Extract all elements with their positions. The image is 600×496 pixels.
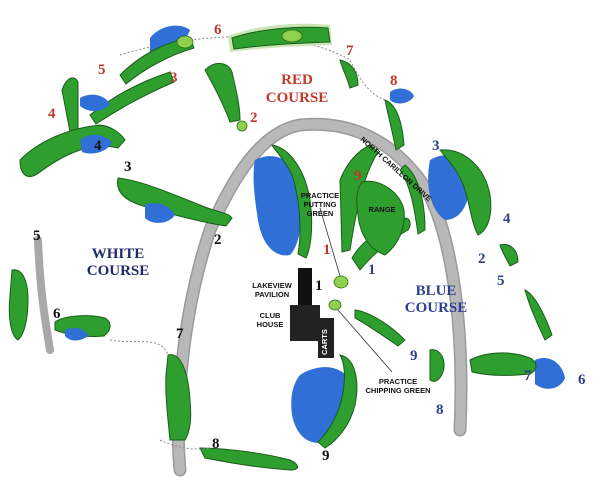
white-course-subtitle: COURSE [87,263,150,279]
white-hole-2: 2 [214,232,222,248]
lakeview-pavilion-building [298,268,312,310]
red-hole-numbers: 1 2 3 4 5 6 7 8 9 [48,22,398,258]
range-label: RANGE [368,205,395,214]
red-hole-5: 5 [98,62,106,78]
white-hole-9: 9 [322,448,330,464]
blue-hole-7: 7 [524,368,532,384]
blue-course-subtitle: COURSE [405,300,468,316]
white-course-holes [8,124,298,471]
white-hole-3: 3 [124,159,132,175]
practice-putting-green-shape [333,275,349,289]
club-house-building [290,305,320,341]
blue-hole-4: 4 [503,211,511,227]
putting-green-label-3: GREEN [307,209,334,218]
white-course-title: WHITE [92,246,145,262]
putting-green-label-1: PRACTICE [301,191,339,200]
chipping-green-label-2: CHIPPING GREEN [365,386,430,395]
blue-hole-8: 8 [436,402,444,418]
road-north-carillon [171,117,468,477]
putting-green-label-2: PUTTING [304,200,337,209]
blue-hole-3: 3 [432,138,440,154]
clubhouse-label-2: HOUSE [257,320,284,329]
red-hole-8: 8 [390,73,398,89]
blue-course-title: BLUE [416,283,457,299]
blue-hole-9: 9 [410,348,418,364]
blue-hole-5: 5 [497,273,505,289]
blue-course-holes [291,149,565,449]
blue-hole-2: 2 [478,251,486,267]
red-hole-2: 2 [250,110,258,126]
red-hole-1: 1 [323,242,331,258]
clubhouse-label-1: CLUB [260,311,281,320]
red-hole-4: 4 [48,106,56,122]
blue-hole-numbers: 1 2 3 4 5 6 7 8 9 [368,138,586,418]
white-hole-numbers: 1 2 3 4 5 6 7 8 9 [33,138,330,464]
lakeview-label-2: PAVILION [255,290,289,299]
lakeview-label-1: LAKEVIEW [252,281,293,290]
red-course-subtitle: COURSE [266,90,329,106]
red-hole-9: 9 [354,168,362,184]
practice-chipping-green-shape [328,299,342,311]
road-white-left [34,236,54,354]
white-hole-8: 8 [212,436,220,452]
carts-label: CARTS [320,329,329,355]
red-hole-6: 6 [214,22,222,38]
white-hole-4: 4 [94,138,102,154]
white-hole-1: 1 [315,278,323,294]
blue-hole-1: 1 [368,262,376,278]
buildings [290,207,393,373]
carts-building [318,318,334,358]
white-hole-7: 7 [176,326,184,342]
white-hole-6: 6 [53,306,61,322]
blue-hole-6: 6 [578,372,586,388]
chipping-green-label-1: PRACTICE [379,377,417,386]
red-hole-3: 3 [170,70,178,86]
red-hole-7: 7 [346,43,354,59]
red-course-title: RED [281,72,313,88]
white-hole-5: 5 [33,228,41,244]
